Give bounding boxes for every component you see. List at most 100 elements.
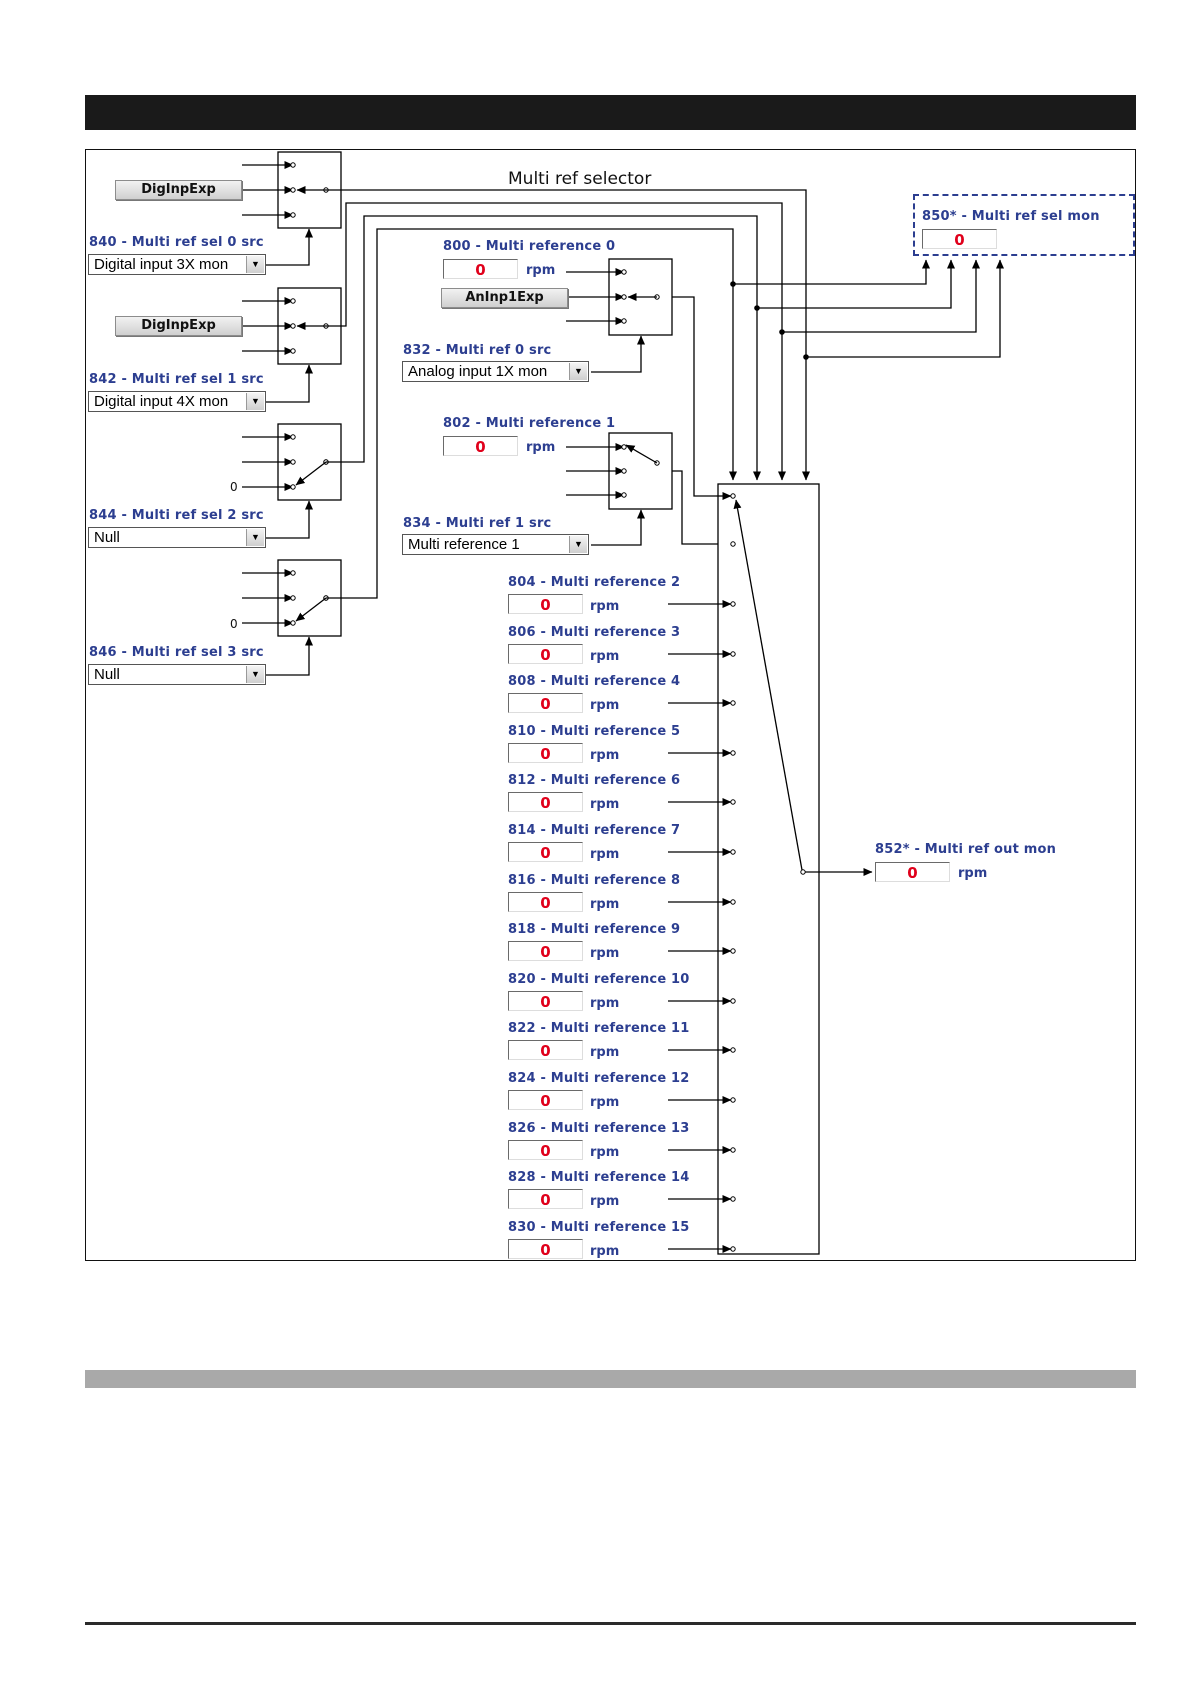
terminal: [290, 484, 296, 490]
ref-value-field[interactable]: 0: [508, 644, 583, 664]
terminal: [730, 651, 736, 657]
ref-value-field[interactable]: 0: [508, 1040, 583, 1060]
terminal: [730, 899, 736, 905]
ref1-label: 802 - Multi reference 1: [443, 416, 616, 431]
ref-value-field[interactable]: 0: [508, 594, 583, 614]
ref-label: 806 - Multi reference 3: [508, 625, 681, 640]
mux-lever: [733, 499, 803, 871]
ref-label: 830 - Multi reference 15: [508, 1220, 690, 1235]
sel0-src-select[interactable]: Digital input 3X mon▼: [88, 254, 266, 275]
mon-tap-1: [757, 259, 955, 309]
chevron-down-icon[interactable]: ▼: [246, 256, 264, 273]
ref1-src-value: Multi reference 1: [408, 536, 520, 553]
ref-unit: rpm: [590, 897, 620, 912]
terminal: [730, 700, 736, 706]
terminal: [800, 869, 806, 875]
ref1-lever: [625, 444, 658, 464]
mon-tap-2: [782, 259, 980, 333]
ref-unit: rpm: [590, 1045, 620, 1060]
sel1-src-value: Digital input 4X mon: [94, 393, 229, 410]
ref-value-field[interactable]: 0: [508, 991, 583, 1011]
terminal: [730, 1196, 736, 1202]
ref1-src-label: 834 - Multi ref 1 src: [403, 516, 552, 531]
terminal: [730, 493, 736, 499]
sel3-src-select[interactable]: Null ▼: [88, 664, 266, 685]
ref-value-field[interactable]: 0: [508, 1239, 583, 1259]
ref-label: 828 - Multi reference 14: [508, 1170, 690, 1185]
chevron-down-icon[interactable]: ▼: [246, 393, 264, 410]
dig-inp-exp-button-1[interactable]: DigInpExp: [115, 316, 242, 336]
ref-value-field[interactable]: 0: [508, 1189, 583, 1209]
mon-tap-3: [806, 259, 1004, 358]
terminal: [290, 595, 296, 601]
control-line: [266, 636, 313, 676]
terminal: [730, 541, 736, 547]
terminal: [621, 468, 627, 474]
ref-value-field[interactable]: 0: [508, 792, 583, 812]
const-zero-2: 0: [230, 480, 238, 494]
terminal: [730, 948, 736, 954]
ref-unit: rpm: [590, 1095, 620, 1110]
terminal: [621, 269, 627, 275]
ref-value-field[interactable]: 0: [508, 892, 583, 912]
sel-mon-label: 850* - Multi ref sel mon: [922, 209, 1100, 224]
an-inp-exp-button[interactable]: AnInp1Exp: [441, 288, 568, 308]
ref-value-field[interactable]: 0: [508, 1140, 583, 1160]
ref-unit: rpm: [590, 1145, 620, 1160]
ref-unit: rpm: [590, 748, 620, 763]
sel1-src-select[interactable]: Digital input 4X mon ▼: [88, 391, 266, 412]
terminal: [730, 1097, 736, 1103]
ref1-value-field[interactable]: 0: [443, 436, 518, 456]
diagram-frame: [85, 149, 1136, 1261]
ref-value-field[interactable]: 0: [508, 693, 583, 713]
ref0-label: 800 - Multi reference 0: [443, 239, 616, 254]
sel2-src-value: Null: [94, 529, 120, 546]
ref-value-field[interactable]: 0: [508, 1090, 583, 1110]
terminal: [290, 187, 296, 193]
ref0-value-field[interactable]: 0: [443, 259, 518, 279]
ref-label: 816 - Multi reference 8: [508, 873, 681, 888]
ref-unit: rpm: [590, 1194, 620, 1209]
control-line: [266, 228, 313, 266]
ref-unit: rpm: [590, 698, 620, 713]
control-line: [266, 500, 313, 539]
ref-unit: rpm: [590, 847, 620, 862]
ref0-output: [672, 296, 716, 497]
chevron-down-icon[interactable]: ▼: [246, 529, 264, 546]
terminal: [730, 998, 736, 1004]
chevron-down-icon[interactable]: ▼: [569, 536, 587, 553]
terminal: [730, 750, 736, 756]
dig-inp-exp-button-0[interactable]: DigInpExp: [115, 180, 242, 200]
chevron-down-icon[interactable]: ▼: [569, 363, 587, 380]
sel2-src-select[interactable]: Null ▼: [88, 527, 266, 548]
switch-lever: [295, 461, 327, 486]
out-mon-value: 0: [875, 862, 950, 882]
sel0-src-label: 840 - Multi ref sel 0 src: [89, 235, 264, 250]
sel3-src-value: Null: [94, 666, 120, 683]
terminal: [621, 492, 627, 498]
terminal: [290, 348, 296, 354]
chevron-down-icon[interactable]: ▼: [246, 666, 264, 683]
terminal: [290, 620, 296, 626]
ref-unit: rpm: [590, 599, 620, 614]
ref-unit: rpm: [590, 996, 620, 1011]
ref-label: 818 - Multi reference 9: [508, 922, 681, 937]
ref0-src-select[interactable]: Analog input 1X mon▼: [402, 361, 589, 382]
ref-unit: rpm: [590, 946, 620, 961]
ref1-src-select[interactable]: Multi reference 1 ▼: [402, 534, 589, 555]
sel-bus-0: [326, 189, 810, 481]
ref1-control: [591, 509, 645, 546]
ref-value-field[interactable]: 0: [508, 842, 583, 862]
ref1-unit: rpm: [526, 440, 556, 455]
ref-value-field[interactable]: 0: [508, 743, 583, 763]
header-bar: [85, 95, 1136, 130]
ref0-src-label: 832 - Multi ref 0 src: [403, 343, 552, 358]
ref-value-field[interactable]: 0: [508, 941, 583, 961]
terminal: [730, 1047, 736, 1053]
terminal: [730, 1246, 736, 1252]
ref-label: 820 - Multi reference 10: [508, 972, 690, 987]
terminal: [730, 849, 736, 855]
mon-tap-0: [733, 259, 930, 285]
sel2-src-label: 844 - Multi ref sel 2 src: [89, 508, 264, 523]
